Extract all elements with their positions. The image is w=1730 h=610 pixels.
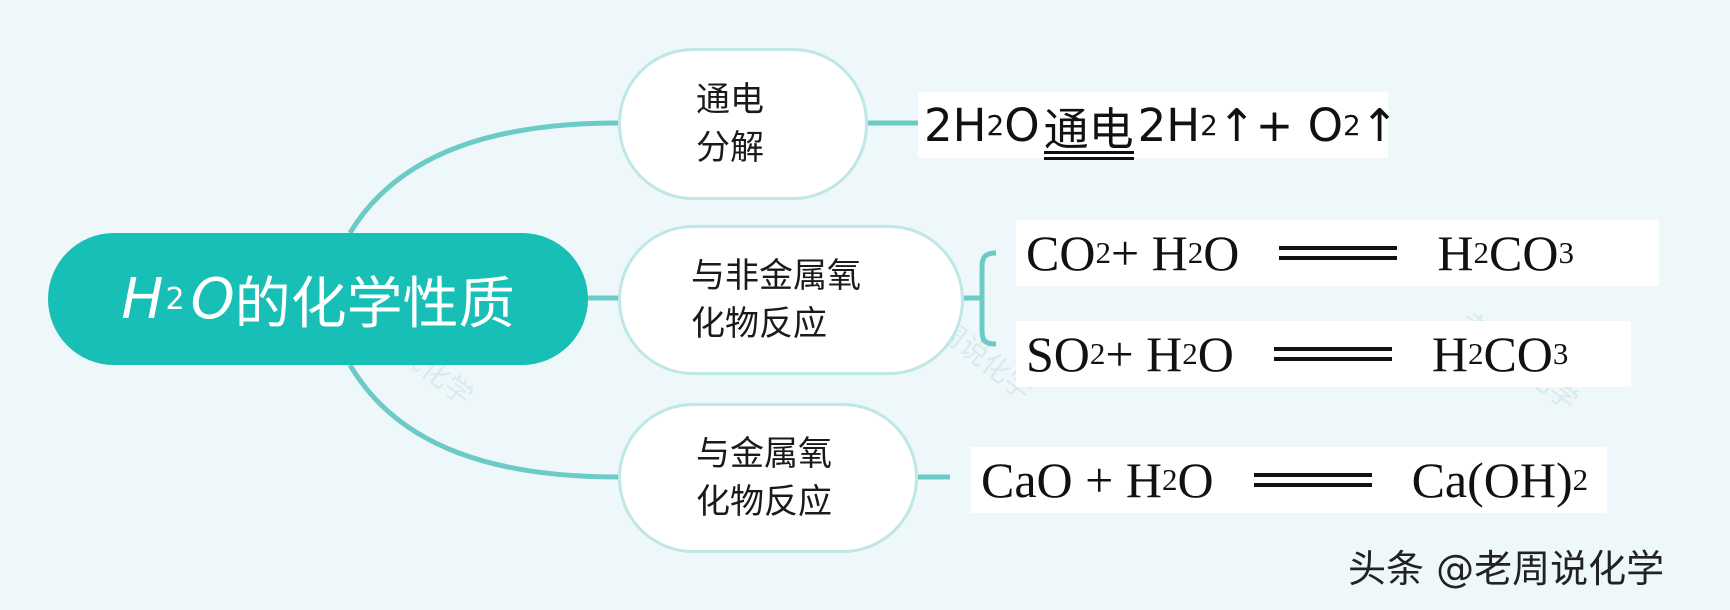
eq2-b-end: O: [1203, 225, 1240, 281]
eq1-reactant: 2H: [924, 98, 987, 152]
eq3-p-mid: CO: [1483, 326, 1553, 382]
eq4-p: Ca(OH): [1411, 452, 1573, 508]
branch-nonmetal-oxide[interactable]: 与非金属氧 化物反应: [618, 225, 964, 375]
eq4-a-end: O: [1177, 452, 1214, 508]
eq2-equals-sign: [1279, 246, 1398, 260]
eq2-a: CO: [1026, 225, 1096, 281]
root-formula-sub: 2: [165, 281, 185, 317]
eq2-p-sub: 2: [1473, 235, 1490, 270]
branch-nonmetal-oxide-label: 与非金属氧 化物反应: [691, 252, 861, 348]
branch-electrolysis-label: 通电 分解: [696, 76, 764, 172]
eq3-p: H: [1431, 326, 1468, 382]
branch-nonmetal-oxide-line2: 化物反应: [691, 304, 827, 344]
branch-electrolysis-line2: 分解: [696, 128, 764, 168]
branch-electrolysis[interactable]: 通电 分解: [618, 48, 868, 200]
eq4-a: CaO + H: [981, 452, 1162, 508]
branch-electrolysis-line1: 通电: [696, 80, 764, 120]
branch-metal-oxide-line2: 化物反应: [696, 482, 832, 522]
eq4-equals-sign: [1253, 473, 1372, 487]
eq3-a: SO: [1026, 326, 1090, 382]
connector-root-to-electrolysis: [347, 120, 619, 235]
eq1-product1-end: ↑+ O: [1217, 98, 1344, 152]
eq3-equals-sign: [1273, 347, 1392, 361]
eq2-plus: + H: [1110, 225, 1188, 281]
eq3-a-sub: 2: [1089, 336, 1106, 371]
eq1-reactant-sub: 2: [986, 108, 1005, 142]
root-formula-h: H: [121, 266, 164, 332]
eq3-plus: + H: [1105, 326, 1183, 382]
root-formula-o: O: [190, 266, 235, 332]
source-credit: 头条 @老周说化学: [1348, 547, 1665, 591]
eq3-b-end: O: [1197, 326, 1234, 382]
bracket: [979, 250, 997, 347]
eq1-reactant-end: O: [1004, 98, 1040, 152]
eq1-condition: 通电: [1043, 93, 1134, 160]
eq2-p-mid: CO: [1489, 225, 1559, 281]
connector-root-to-metal: [347, 363, 619, 480]
eq2-p-sub2: 3: [1558, 235, 1574, 270]
eq1-product1-sub: 2: [1200, 108, 1218, 142]
eq3-p-sub2: 3: [1552, 336, 1569, 371]
eq2-a-sub: 2: [1095, 235, 1111, 270]
eq3-p-sub: 2: [1467, 336, 1484, 371]
root-title-suffix: 的化学性质: [234, 271, 515, 337]
eq4-a-sub: 2: [1161, 462, 1178, 497]
eq1-product1: 2H: [1137, 98, 1201, 152]
eq1-product2-sub: 2: [1343, 108, 1361, 142]
branch-metal-oxide[interactable]: 与金属氧 化物反应: [618, 403, 918, 553]
branch-nonmetal-oxide-line1: 与非金属氧: [691, 256, 861, 296]
eq3-b-sub: 2: [1182, 336, 1198, 371]
eq2-b-sub: 2: [1187, 235, 1204, 270]
eq4-p-sub: 2: [1572, 462, 1589, 497]
eq2-p: H: [1437, 225, 1474, 281]
branch-metal-oxide-label: 与金属氧 化物反应: [696, 430, 832, 526]
eq1-product2-end: ↑: [1360, 98, 1399, 152]
branch-metal-oxide-line1: 与金属氧: [696, 434, 832, 474]
